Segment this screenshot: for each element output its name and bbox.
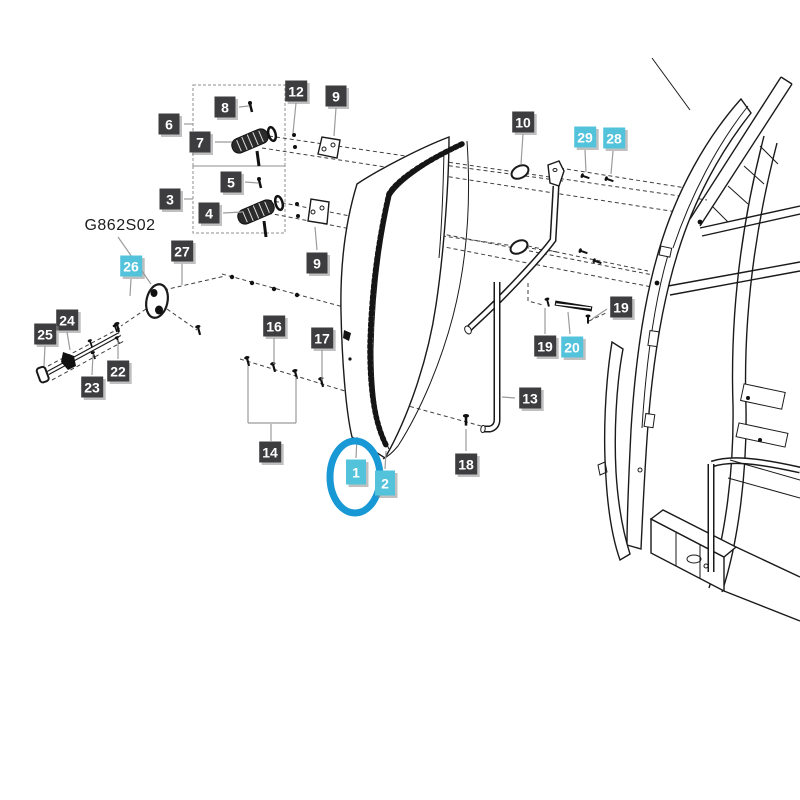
part-label-10-5[interactable]: 10	[512, 111, 534, 133]
part-label-18-25[interactable]: 18	[455, 453, 477, 475]
part-code-text: G862S02	[84, 217, 156, 234]
part-label-27-12[interactable]: 27	[171, 240, 193, 262]
part-label-28-7[interactable]: 28	[603, 127, 625, 149]
part-label-2-27[interactable]: 2	[375, 470, 395, 496]
part-label-1-26[interactable]: 1	[346, 459, 366, 485]
part-label-7-1[interactable]: 7	[189, 131, 211, 153]
alignment-dashed-lines	[47, 134, 708, 430]
part-label-9-11[interactable]: 9	[306, 252, 328, 274]
part-label-3-8[interactable]: 3	[159, 188, 181, 210]
handle-gaskets	[509, 164, 530, 255]
part-label-9-4[interactable]: 9	[325, 85, 347, 107]
part-label-6-0[interactable]: 6	[158, 113, 180, 135]
part-label-8-2[interactable]: 8	[214, 96, 236, 118]
hinge-group-boxes	[192, 84, 286, 234]
part-label-16-18[interactable]: 16	[263, 315, 285, 337]
part-label-12-3[interactable]: 12	[285, 80, 307, 102]
group-bracket-14	[247, 366, 297, 424]
hinge-lower	[237, 199, 275, 225]
gas-strut	[35, 322, 123, 384]
part-label-4-10[interactable]: 4	[198, 202, 220, 224]
part-label-23-16[interactable]: 23	[81, 376, 103, 398]
part-label-29-6[interactable]: 29	[574, 126, 596, 148]
part-label-24-14[interactable]: 24	[56, 309, 78, 331]
part-label-14-20[interactable]: 14	[259, 441, 281, 463]
mounting-plates	[307, 136, 341, 225]
part-label-26-13[interactable]: 26	[120, 255, 142, 277]
door-frame-tube	[464, 160, 565, 434]
part-label-5-9[interactable]: 5	[220, 171, 242, 193]
part-label-20-22[interactable]: 20	[561, 336, 583, 358]
hinge-hardware	[248, 101, 300, 238]
weatherstrip-seal	[367, 140, 470, 460]
part-label-17-19[interactable]: 17	[311, 327, 333, 349]
part-label-19-23[interactable]: 19	[610, 296, 632, 318]
window-stay	[543, 296, 593, 325]
part-label-19-21[interactable]: 19	[534, 335, 556, 357]
part-label-22-17[interactable]: 22	[107, 360, 129, 382]
part-label-25-15[interactable]: 25	[34, 323, 56, 345]
part-label-13-24[interactable]: 13	[519, 387, 541, 409]
screw-rows	[229, 171, 616, 427]
door-glass	[340, 135, 450, 459]
latch-plate	[112, 283, 204, 337]
cab-frame	[597, 57, 800, 622]
leader-lines	[43, 102, 614, 470]
